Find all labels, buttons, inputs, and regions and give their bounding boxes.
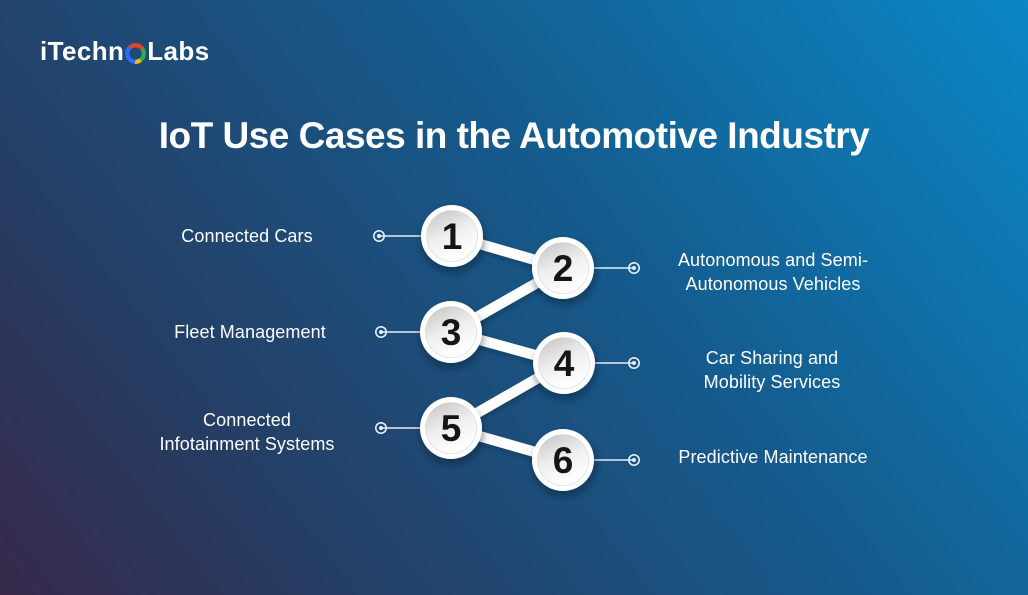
item-label-connected-infotainment: Connected Infotainment Systems (159, 410, 335, 454)
leader-dot-3 (374, 325, 387, 338)
node-1-number: 1 (442, 216, 463, 257)
page-title: IoT Use Cases in the Automotive Industry (158, 115, 870, 156)
leader-dot-5 (374, 421, 387, 434)
leader-dot-2 (627, 261, 640, 274)
node-4: 4 (533, 332, 595, 394)
item-label-car-sharing: Car Sharing and Mobility Services (703, 348, 841, 392)
node-5-disc (425, 402, 477, 454)
item-label-predictive-maintenance: Predictive Maintenance (678, 447, 868, 468)
itechnolabs-logo: iTechn Labs (40, 36, 210, 67)
leader-dot-4 (627, 356, 640, 369)
item-label-fleet-management: Fleet Management (174, 322, 326, 343)
logo-text-left: iTechn (40, 36, 125, 66)
node-6: 6 (532, 429, 594, 491)
itechnolabs-ring-icon (125, 43, 147, 64)
node-2-disc (537, 242, 589, 294)
node-1: 1 (421, 205, 483, 267)
node-5-number: 5 (441, 408, 462, 449)
node-6-number: 6 (553, 440, 574, 481)
node-2: 2 (532, 237, 594, 299)
node-4-disc (538, 337, 590, 389)
node-3-number: 3 (441, 312, 462, 353)
node-3: 3 (420, 301, 482, 363)
leader-dot-1 (372, 230, 385, 243)
leader-dot-6 (627, 453, 640, 466)
node-6-disc (537, 434, 589, 486)
item-label-autonomous-vehicles: Autonomous and Semi- Autonomous Vehicles (677, 250, 869, 294)
node-1-disc (426, 210, 478, 262)
node-3-disc (425, 306, 477, 358)
item-label-connected-cars: Connected Cars (181, 226, 313, 247)
leader-dots (372, 230, 640, 466)
node-2-number: 2 (553, 248, 574, 289)
logo-text-right: Labs (147, 36, 210, 66)
node-4-number: 4 (554, 343, 575, 384)
node-5: 5 (420, 397, 482, 459)
